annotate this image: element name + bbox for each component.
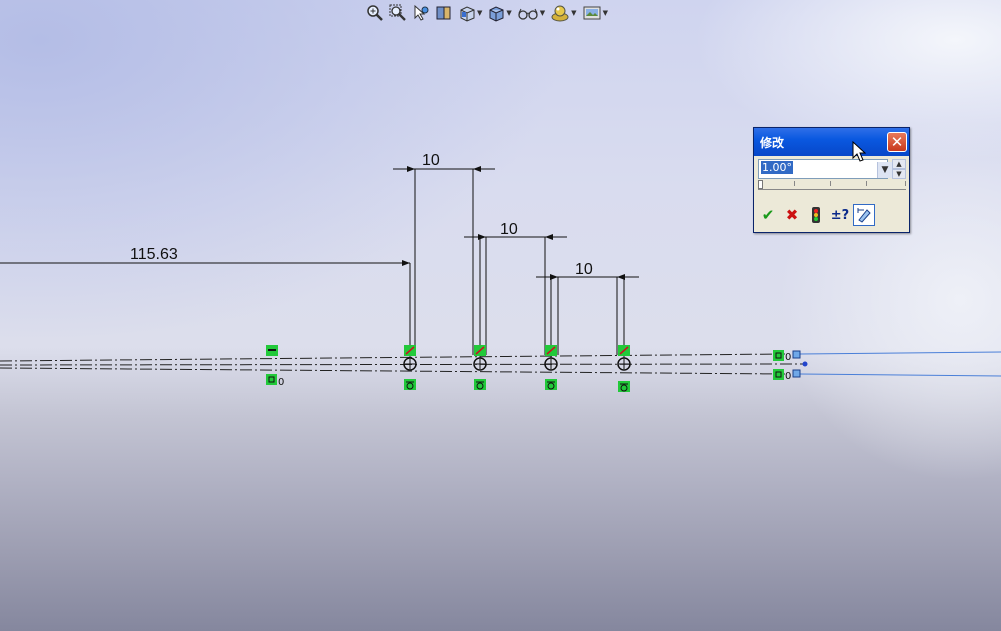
relation-suffix: 0: [785, 352, 791, 363]
previous-view-icon: [414, 4, 429, 21]
zoom-area-icon: [389, 4, 406, 21]
sketch-point[interactable]: [617, 357, 631, 371]
centerline[interactable]: [0, 353, 786, 362]
rebuild-button[interactable]: [805, 204, 827, 226]
glasses-icon: [518, 8, 538, 20]
previous-view-button[interactable]: [411, 3, 431, 23]
zoom-to-fit-button[interactable]: [365, 3, 385, 23]
display-style-button[interactable]: ▼: [486, 3, 512, 23]
sketch-point[interactable]: [473, 357, 487, 371]
relation-suffix: 0: [785, 371, 791, 382]
checkmark-icon: ✔: [761, 206, 775, 224]
dimension-10-b[interactable]: 10: [500, 221, 518, 238]
chevron-down-icon: ▼: [506, 9, 512, 17]
dialog-title-bar[interactable]: 修改 ✕: [754, 128, 909, 156]
reverse-sense-button[interactable]: ±?: [829, 204, 851, 226]
mark-for-drawing-button[interactable]: [853, 204, 875, 226]
dialog-buttons: ✔ ✖ ±?: [757, 204, 875, 226]
modify-dialog: 修改 ✕ 1.00° ▼ ▲ ▼ ✔ ✖: [753, 127, 910, 233]
edit-appearance-button[interactable]: ▼: [549, 3, 577, 23]
chevron-down-icon: ▼: [602, 9, 608, 17]
cancel-button[interactable]: ✖: [781, 204, 803, 226]
zoom-to-area-button[interactable]: [388, 3, 408, 23]
slider-tick: [905, 181, 906, 186]
relation-tangent-icon[interactable]: [618, 381, 630, 392]
relation-coincident-icon[interactable]: [266, 374, 277, 385]
hide-show-items-button[interactable]: ▼: [516, 3, 546, 23]
dimension-115-63[interactable]: 115.63: [130, 246, 178, 263]
heads-up-view-toolbar: ▼ ▼ ▼ ▼: [365, 2, 609, 24]
slider-thumb[interactable]: [758, 180, 763, 189]
value-row: 1.00° ▼ ▲ ▼: [758, 159, 906, 179]
relation-coincident-icon[interactable]: [773, 369, 801, 380]
relation-perpendicular-icon[interactable]: [618, 345, 630, 356]
thumbwheel-slider[interactable]: [758, 180, 906, 190]
apply-scene-button[interactable]: ▼: [581, 3, 609, 23]
dimension-10-a[interactable]: 10: [422, 152, 440, 169]
relation-tangent-icon[interactable]: [474, 379, 486, 390]
close-icon: ✕: [890, 132, 904, 151]
slider-tick: [794, 181, 795, 186]
centerline[interactable]: [0, 363, 806, 366]
sketch-line[interactable]: [799, 351, 1001, 355]
scene-icon: [583, 6, 601, 20]
section-view-button[interactable]: [434, 3, 454, 23]
spin-up-icon[interactable]: ▲: [892, 159, 906, 169]
endpoint[interactable]: [802, 361, 808, 367]
relation-suffix: 0: [278, 377, 284, 388]
view-orientation-button[interactable]: ▼: [457, 3, 483, 23]
close-button[interactable]: ✕: [887, 132, 907, 152]
dimension-10-c[interactable]: 10: [575, 261, 593, 278]
appearance-icon: [551, 5, 569, 22]
dialog-title: 修改: [760, 135, 785, 150]
spin-down-icon[interactable]: ▼: [892, 169, 906, 179]
sketch-line[interactable]: [799, 373, 1001, 377]
cursor-icon: [852, 141, 866, 162]
plus-minus-question-icon: ±?: [830, 207, 850, 223]
view-orientation-icon: [460, 6, 475, 22]
relation-perpendicular-icon[interactable]: [404, 345, 416, 356]
relation-horizontal-icon[interactable]: [266, 345, 278, 356]
chevron-down-icon: ▼: [477, 9, 483, 17]
section-view-icon: [436, 6, 451, 20]
slider-tick: [866, 181, 867, 186]
ok-button[interactable]: ✔: [757, 204, 779, 226]
value-spinner[interactable]: ▲ ▼: [892, 159, 906, 179]
relation-coincident-icon[interactable]: [773, 350, 801, 361]
sketch-point[interactable]: [403, 357, 417, 371]
magnifier-icon: [367, 5, 383, 21]
relation-tangent-icon[interactable]: [404, 379, 416, 390]
chevron-down-icon: ▼: [571, 9, 577, 17]
value-text: 1.00°: [761, 161, 793, 174]
x-icon: ✖: [785, 206, 799, 224]
traffic-light-icon: [812, 207, 820, 223]
centerline[interactable]: [0, 367, 786, 375]
chevron-down-icon: ▼: [539, 9, 546, 17]
dimension-mark-icon: [857, 208, 871, 223]
relation-tangent-icon[interactable]: [545, 379, 557, 390]
chevron-down-icon[interactable]: ▼: [877, 162, 892, 178]
sketch-point[interactable]: [544, 357, 558, 371]
value-input[interactable]: 1.00° ▼: [758, 159, 892, 179]
relation-perpendicular-icon[interactable]: [545, 345, 557, 356]
relation-perpendicular-icon[interactable]: [474, 345, 486, 356]
display-style-icon: [489, 6, 504, 22]
slider-tick: [830, 181, 831, 186]
